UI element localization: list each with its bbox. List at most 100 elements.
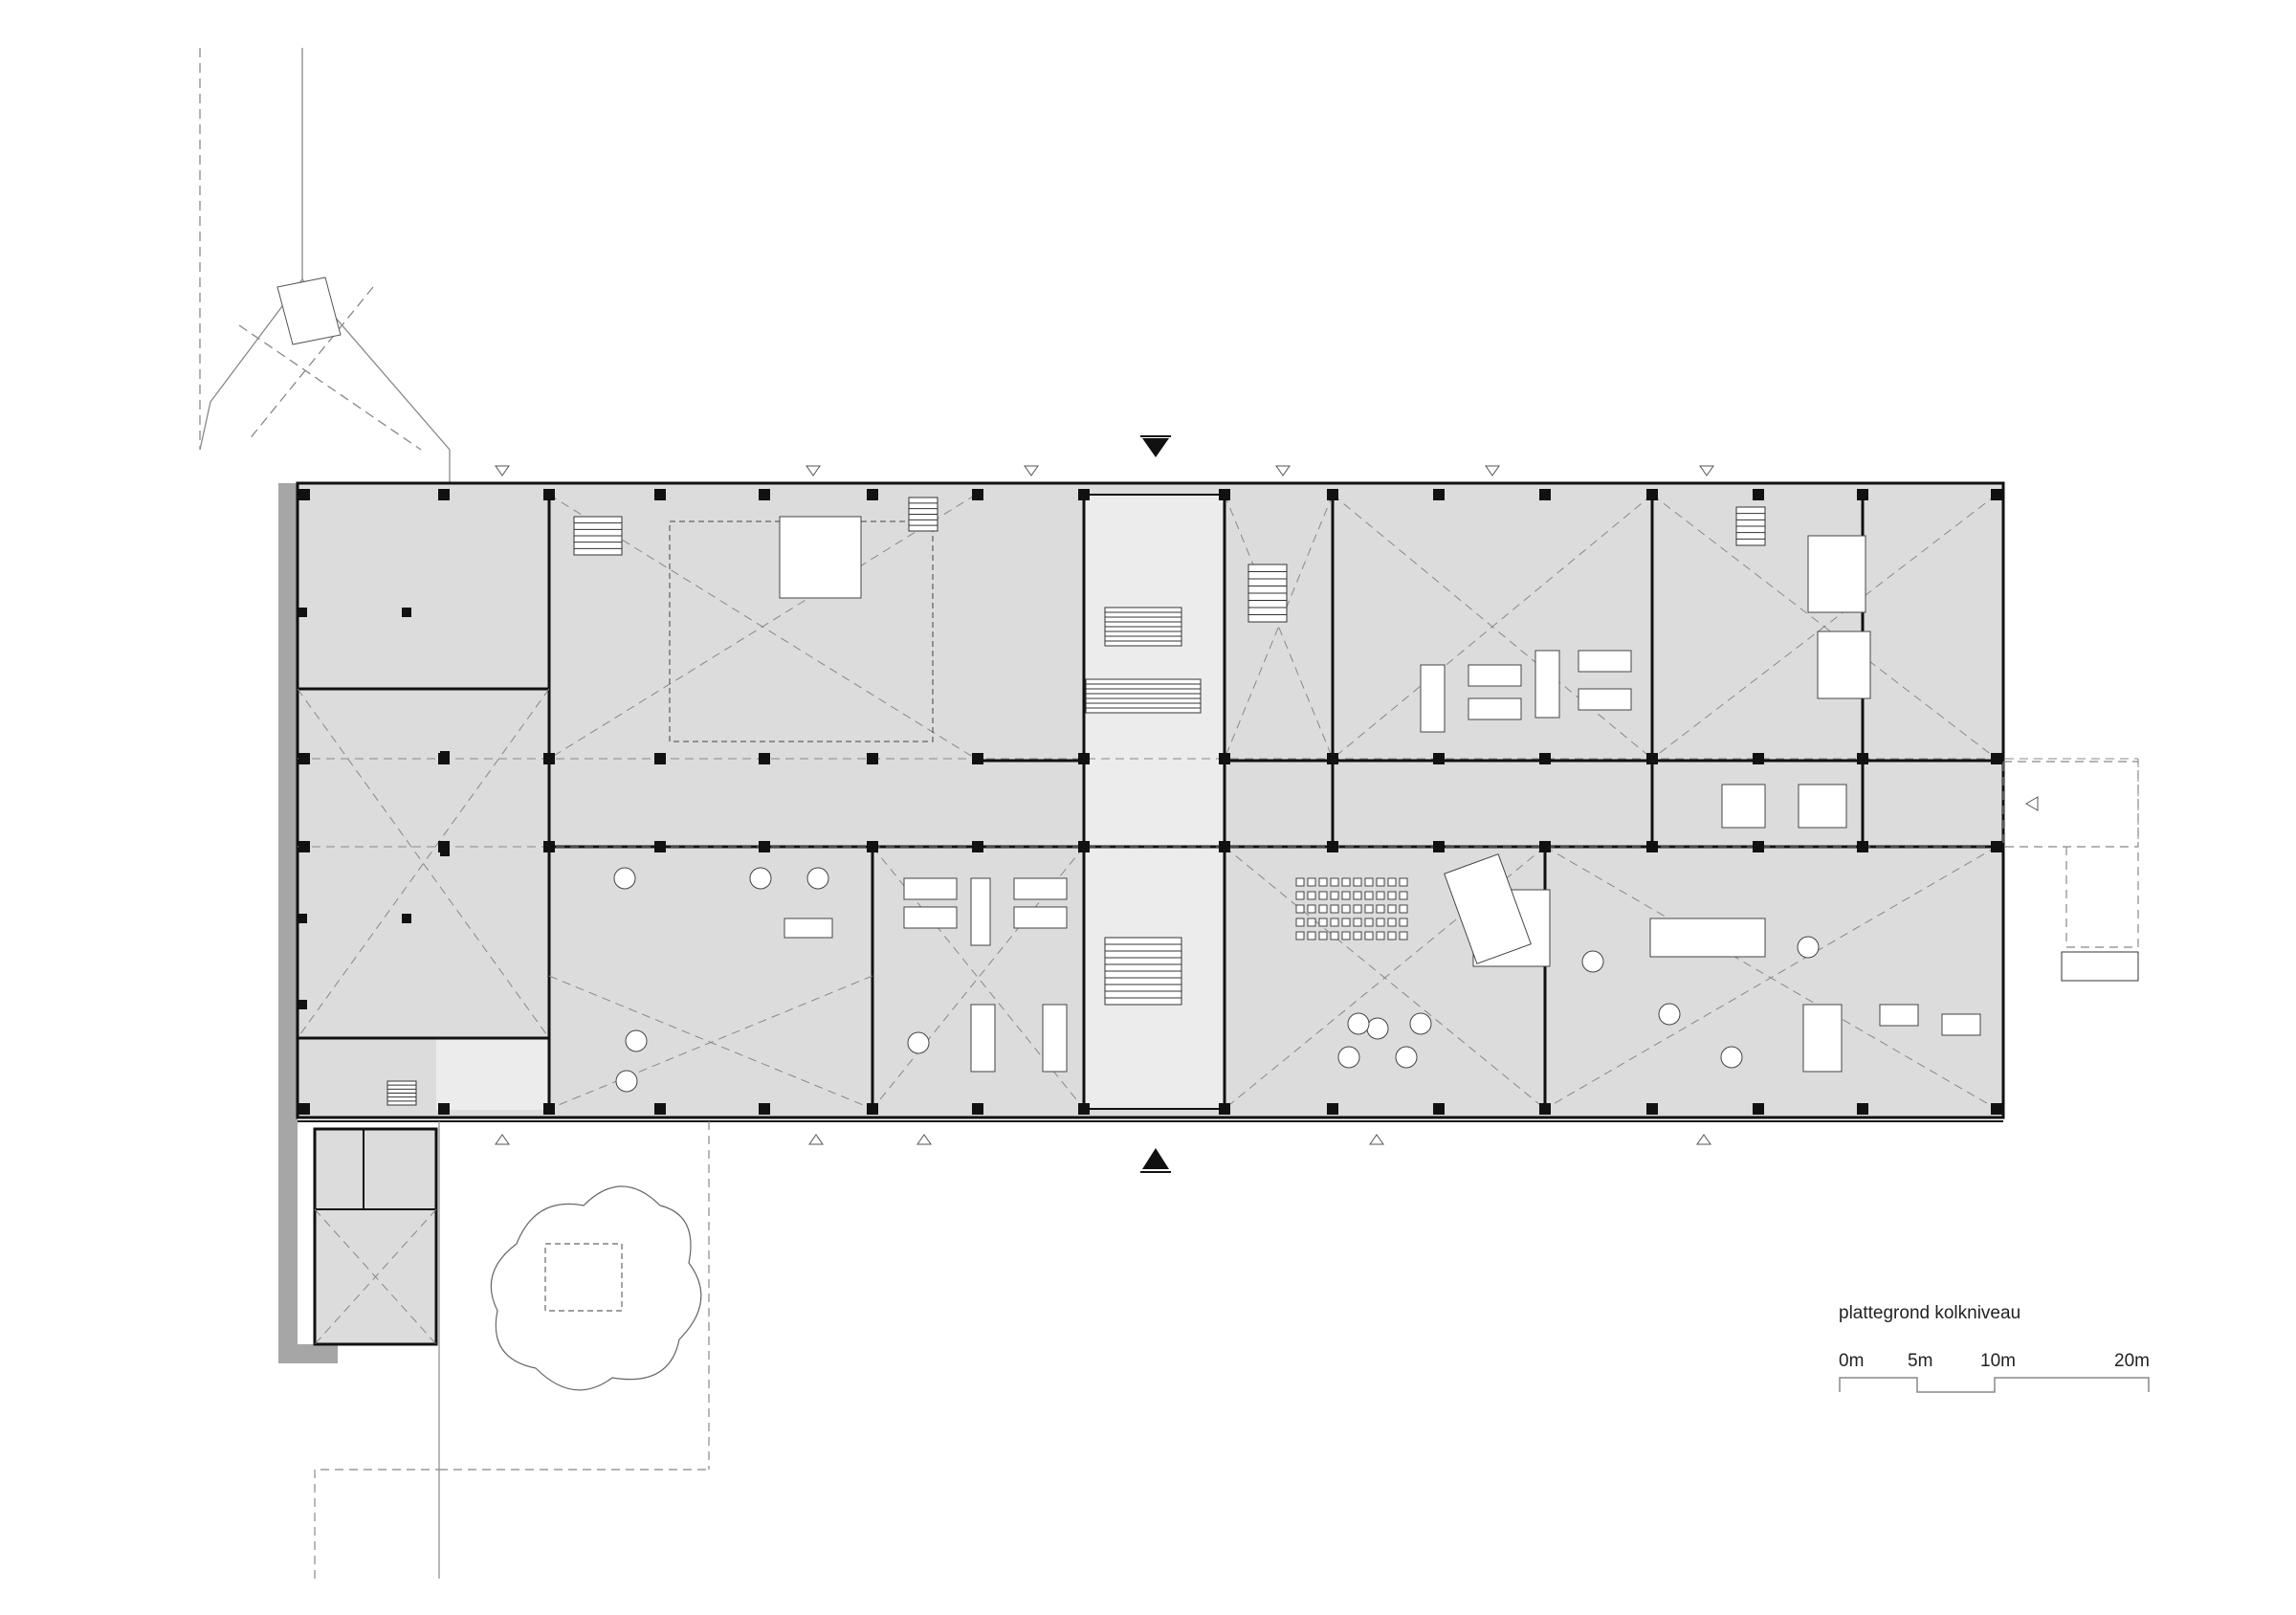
- column: [1327, 1103, 1338, 1115]
- round-table: [1395, 1046, 1418, 1069]
- column: [759, 489, 770, 500]
- columns: [298, 489, 2002, 1115]
- table: [1879, 1004, 1919, 1027]
- entrance-marker-icon: [2025, 796, 2039, 811]
- scale-label-0: 0m: [1839, 1351, 1865, 1371]
- table: [1817, 631, 1871, 699]
- column: [1646, 841, 1658, 852]
- seat: [1387, 877, 1397, 887]
- column: [1433, 1103, 1445, 1115]
- column: [1991, 753, 2002, 764]
- column: [298, 489, 310, 500]
- column: [543, 841, 555, 852]
- table: [1798, 784, 1847, 829]
- site-lines: [199, 48, 451, 483]
- column: [543, 1103, 555, 1115]
- table: [1013, 906, 1068, 929]
- seat: [1364, 918, 1374, 927]
- column: [654, 841, 666, 852]
- annex-stair: [2061, 951, 2139, 982]
- scale-label-10: 10m: [1980, 1351, 2016, 1371]
- table: [1649, 918, 1766, 958]
- seat: [1353, 918, 1362, 927]
- table: [1420, 664, 1446, 733]
- column: [1433, 753, 1445, 764]
- seat: [1364, 931, 1374, 940]
- round-table: [1366, 1017, 1389, 1040]
- entrance-marker-icon: [808, 1134, 824, 1145]
- column: [298, 841, 310, 852]
- seat: [1364, 877, 1374, 887]
- column: [402, 608, 411, 617]
- seat: [1353, 891, 1362, 900]
- seat: [1376, 877, 1385, 887]
- seat: [1307, 918, 1316, 927]
- seat: [1295, 904, 1305, 914]
- seat: [1364, 904, 1374, 914]
- table: [1578, 688, 1632, 711]
- column: [1753, 1103, 1764, 1115]
- column: [438, 489, 450, 500]
- column: [1753, 489, 1764, 500]
- entrance-stair-top-left: [276, 277, 342, 345]
- seat: [1307, 877, 1316, 887]
- scale-label-20: 20m: [2114, 1351, 2150, 1371]
- seat: [1376, 904, 1385, 914]
- central-corridor: [1083, 494, 1225, 1110]
- seat: [1399, 904, 1408, 914]
- table: [903, 877, 958, 900]
- drawing-title: plattegrond kolkniveau: [1839, 1303, 2021, 1323]
- seat: [1318, 904, 1328, 914]
- column: [1991, 489, 2002, 500]
- column: [1078, 489, 1090, 500]
- round-table: [625, 1029, 648, 1052]
- column: [298, 753, 310, 764]
- diagonal: [872, 846, 1085, 1110]
- column: [1219, 841, 1230, 852]
- column: [1433, 489, 1445, 500]
- column: [440, 847, 450, 856]
- entrance-marker-icon: [1699, 465, 1714, 476]
- seat: [1307, 891, 1316, 900]
- table: [1534, 650, 1560, 719]
- entrance-marker-icon: [1369, 1134, 1384, 1145]
- entrance-marker-icon: [1275, 465, 1291, 476]
- column: [972, 1103, 983, 1115]
- round-table: [1581, 950, 1604, 973]
- seat: [1387, 891, 1397, 900]
- round-table: [907, 1031, 930, 1054]
- table: [1802, 1004, 1843, 1073]
- seat: [1318, 891, 1328, 900]
- round-table: [749, 867, 772, 890]
- column: [654, 489, 666, 500]
- furniture: [613, 516, 1981, 1093]
- table: [1013, 877, 1068, 900]
- seat: [1295, 877, 1305, 887]
- column: [298, 608, 307, 617]
- round-table: [1797, 936, 1820, 959]
- column: [1078, 753, 1090, 764]
- seat: [1341, 918, 1351, 927]
- column: [298, 1000, 307, 1009]
- entrance-markers: [495, 465, 2039, 1145]
- lower-annex: [313, 1127, 438, 1346]
- seat: [1341, 891, 1351, 900]
- table: [1468, 664, 1522, 687]
- seat: [1387, 904, 1397, 914]
- column: [1857, 841, 1868, 852]
- section-arrow-top-icon: [1142, 438, 1169, 457]
- seat: [1399, 891, 1408, 900]
- scale-bar: [1839, 1377, 2150, 1393]
- seat: [1330, 918, 1339, 927]
- seat: [1295, 891, 1305, 900]
- diagonal: [1224, 494, 1334, 760]
- seat: [1341, 904, 1351, 914]
- seat: [1307, 931, 1316, 940]
- column: [654, 753, 666, 764]
- column: [402, 914, 411, 923]
- table: [1578, 650, 1632, 673]
- vehicle: [1444, 853, 1532, 964]
- table: [903, 906, 958, 929]
- column: [1219, 753, 1230, 764]
- table: [1941, 1013, 1981, 1036]
